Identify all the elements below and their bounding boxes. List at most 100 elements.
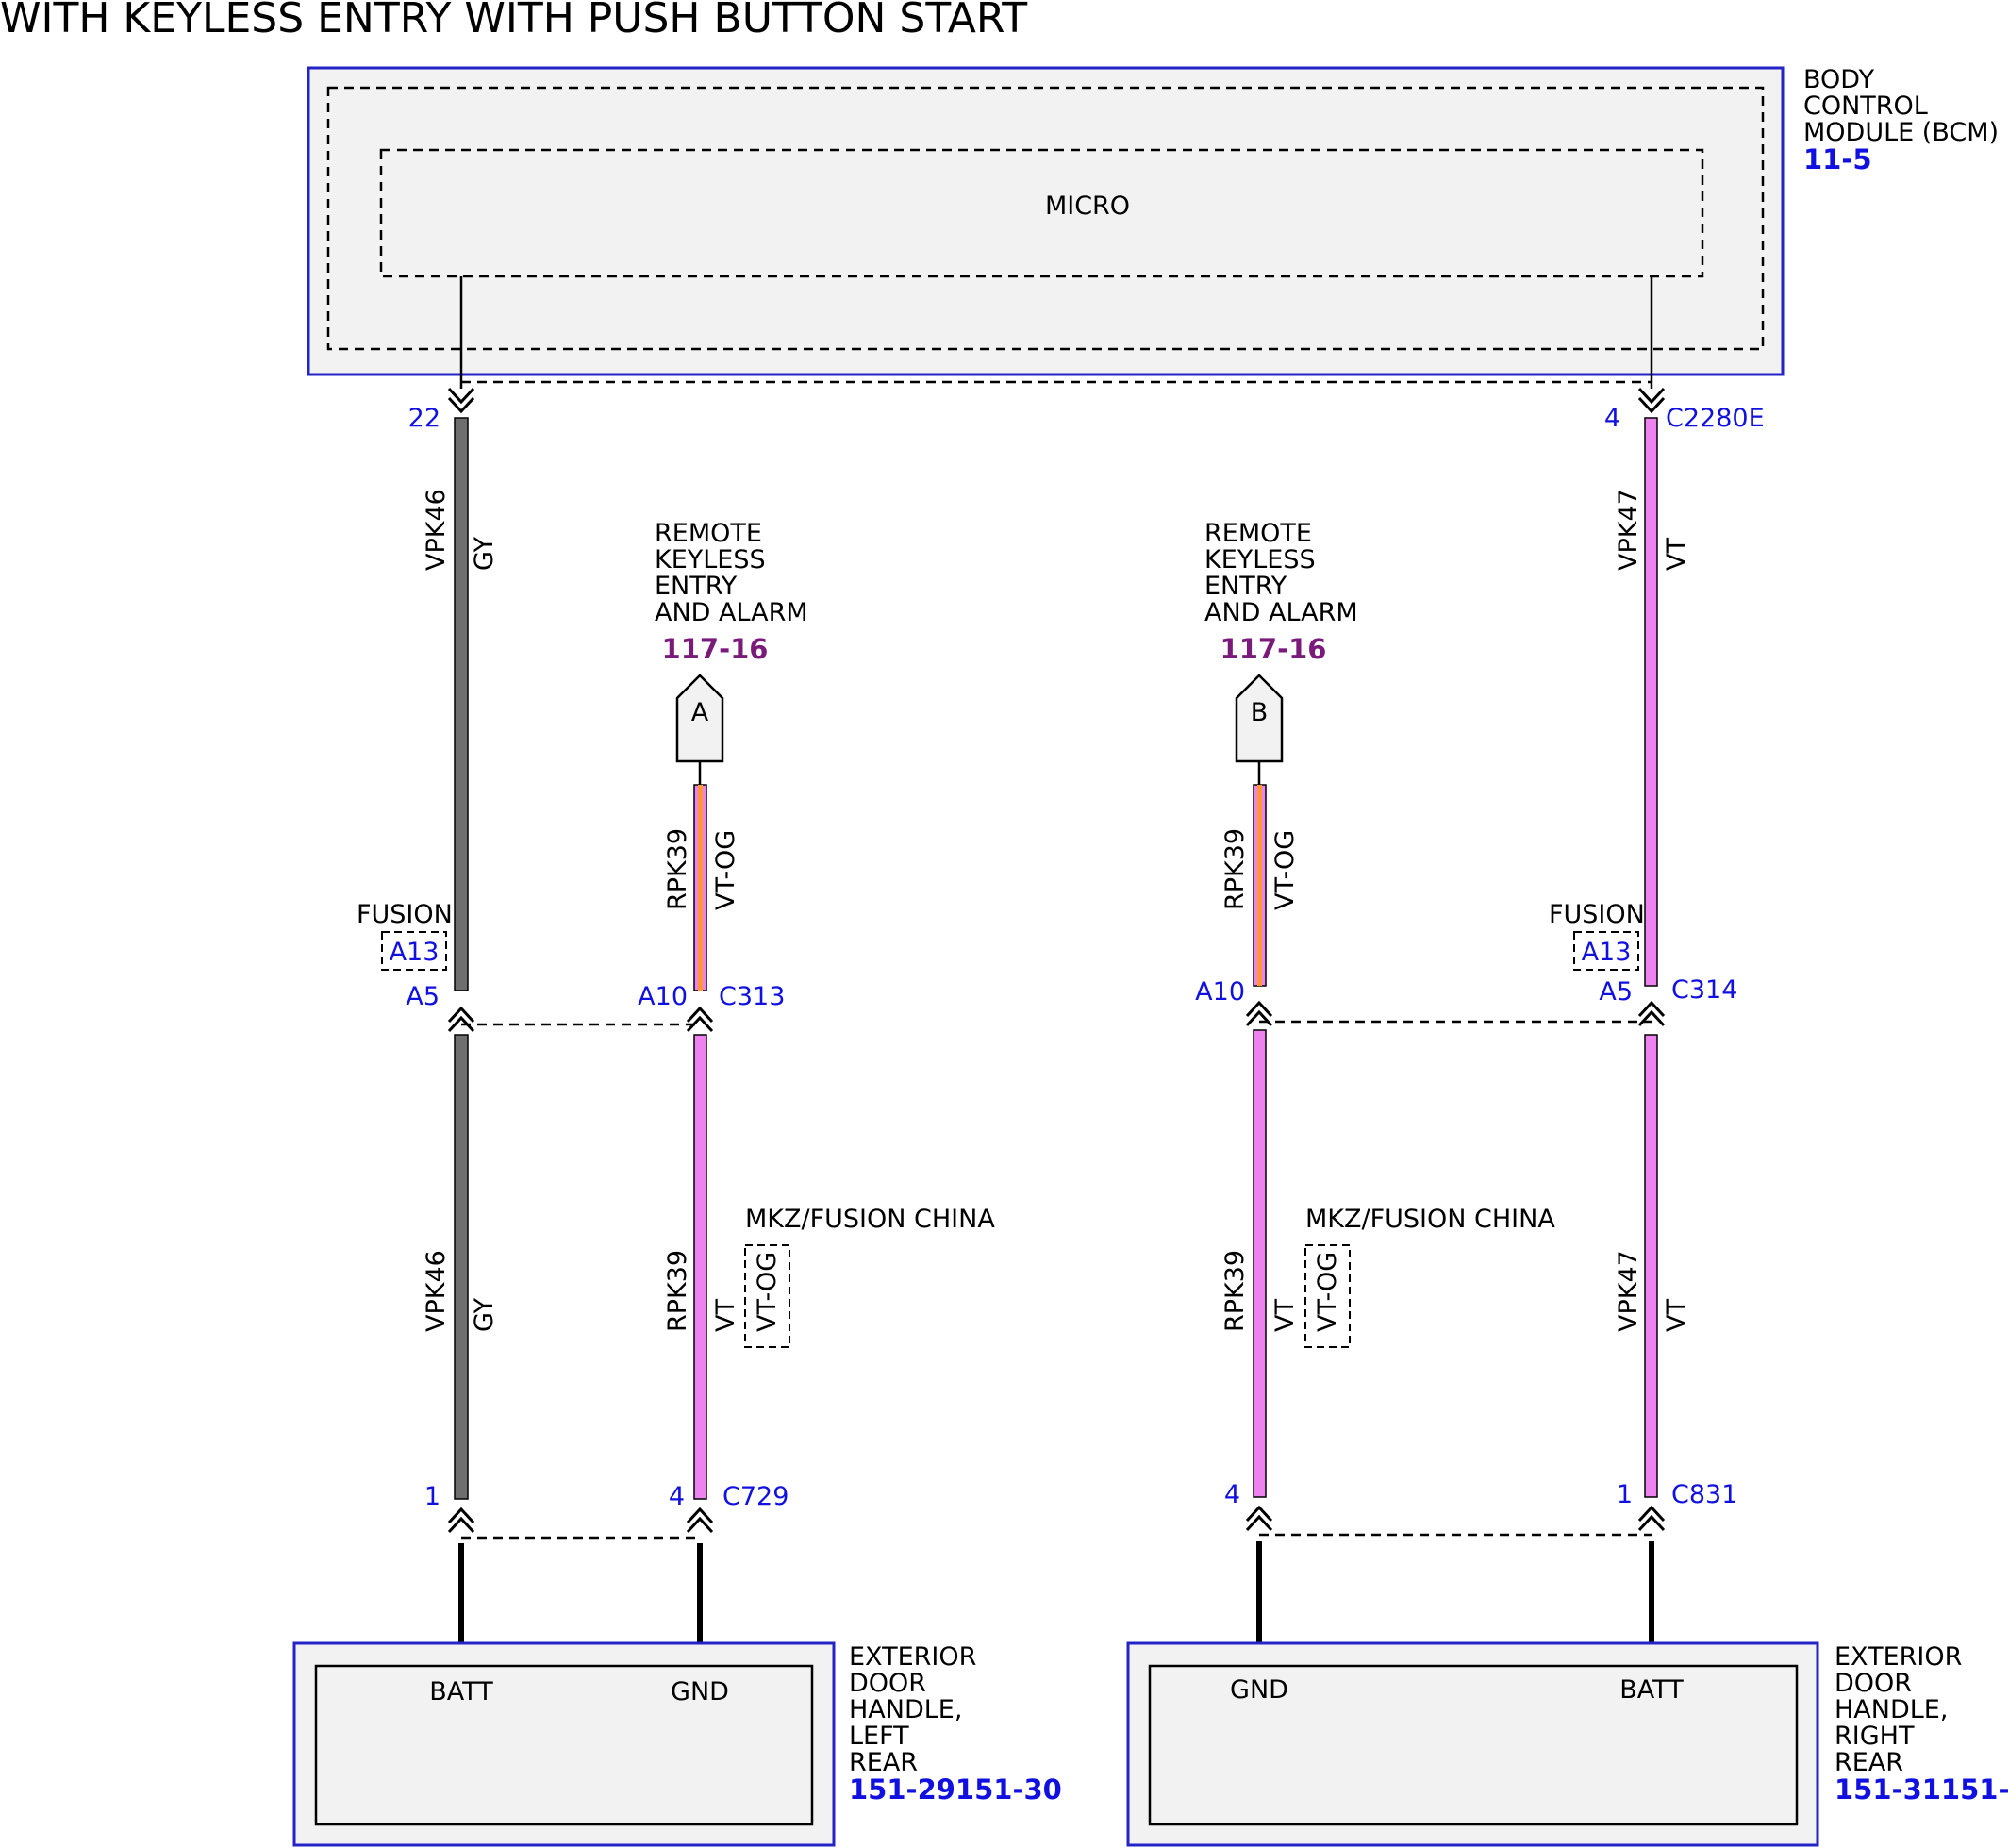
wire-rpk39-right-lower-circuit: RPK39 — [1220, 1250, 1250, 1332]
rke-left-line-2: KEYLESS — [655, 545, 766, 574]
right-handle-name-line-2: DOOR — [1835, 1669, 1912, 1698]
rke-left-line-4: AND ALARM — [655, 598, 808, 627]
connector-c729-pin-1: 1 — [424, 1482, 440, 1511]
wire-vpk47-lower[interactable] — [1644, 1034, 1658, 1498]
rke-left-ref-link[interactable]: 117-16 — [662, 633, 769, 665]
right-handle-name-line-5: REAR — [1835, 1748, 1903, 1777]
option-fusion-left-pin: A13 — [390, 938, 440, 967]
bcm-ref-link[interactable]: 11-5 — [1803, 143, 1872, 175]
wire-rpk39-left-lower-circuit: RPK39 — [663, 1250, 692, 1332]
bcm-pin-4: 4 — [1604, 404, 1620, 433]
connector-c831-pin1-symbol — [1637, 1506, 1666, 1532]
rke-right-ref-link[interactable]: 117-16 — [1220, 633, 1327, 665]
connector-c729-pin-4: 4 — [669, 1482, 685, 1511]
rke-tag-a: A — [691, 698, 709, 727]
connector-c313-pin-a10: A10 — [638, 982, 688, 1011]
rke-connector-a[interactable]: A — [675, 674, 724, 763]
wire-rpk39-right-lower-color: VT — [1270, 1299, 1300, 1332]
right-handle-name-line-3: HANDLE, — [1835, 1695, 1948, 1724]
wire-vpk47-lower-circuit: VPK47 — [1614, 1250, 1643, 1332]
left-handle-inner-box — [314, 1664, 814, 1826]
rke-tag-b: B — [1251, 698, 1269, 727]
right-handle-inner-box — [1148, 1664, 1799, 1826]
diagram-title: WITH KEYLESS ENTRY WITH PUSH BUTTON STAR… — [0, 0, 1027, 42]
connector-c313-label: C313 — [719, 982, 785, 1011]
wire-vpk46-upper[interactable] — [454, 417, 469, 991]
right-handle-module: GND BATT EXTERIOR DOOR HANDLE, RIGHT REA… — [1126, 1641, 2009, 1847]
left-handle-batt-label: BATT — [429, 1677, 493, 1706]
connector-c2280e-pin4-symbol — [1637, 387, 1666, 413]
wire-rpk39-right-upper-color: VT-OG — [1270, 830, 1300, 910]
right-handle-name-line-4: RIGHT — [1835, 1722, 1915, 1751]
connector-c831-label: C831 — [1671, 1480, 1737, 1509]
rke-connector-b[interactable]: B — [1235, 674, 1284, 763]
connector-c729-label: C729 — [722, 1482, 789, 1511]
wire-rpk39-left-alt-color: VT-OG — [753, 1252, 782, 1332]
right-handle-gnd-label: GND — [1230, 1675, 1288, 1705]
wire-vpk47-upper-circuit: VPK47 — [1614, 489, 1643, 571]
option-china-left-label: MKZ/FUSION CHINA — [745, 1205, 995, 1234]
micro-label: MICRO — [1045, 191, 1130, 221]
option-fusion-left-label: FUSION — [357, 900, 453, 929]
connector-c2280e-pin22-symbol — [447, 387, 475, 413]
connector-c314-label: C314 — [1671, 975, 1737, 1005]
connector-c314-pin-a5: A5 — [1599, 977, 1633, 1007]
wire-rpk39-right-upper[interactable] — [1253, 784, 1267, 987]
rke-right-line-2: KEYLESS — [1204, 545, 1316, 574]
left-handle-name-line-2: DOOR — [849, 1669, 926, 1698]
bcm-pin-22: 22 — [408, 404, 440, 433]
wire-rpk39-left-lower-color: VT — [711, 1299, 740, 1332]
right-handle-outer-box — [1126, 1641, 1819, 1847]
wire-rpk39-left-lower[interactable] — [693, 1034, 707, 1500]
left-handle-gnd-label: GND — [671, 1677, 729, 1706]
wire-vpk47-upper[interactable] — [1644, 417, 1658, 987]
connector-c831-pin-4: 4 — [1224, 1480, 1240, 1509]
option-china-right-label: MKZ/FUSION CHINA — [1305, 1205, 1555, 1234]
option-fusion-left-box — [381, 931, 447, 971]
connector-c314-pin-a10: A10 — [1195, 977, 1245, 1007]
left-handle-outer-box — [292, 1641, 836, 1847]
rke-right-line-4: AND ALARM — [1204, 598, 1358, 627]
bcm-name-line-1: BODY — [1803, 65, 1875, 94]
rke-left-line-1: REMOTE — [655, 519, 762, 548]
left-handle-name-line-1: EXTERIOR — [849, 1642, 976, 1672]
connector-c313-a5-symbol — [447, 1007, 475, 1033]
wire-vpk47-lower-color: VT — [1662, 1299, 1691, 1332]
wire-rpk39-left-upper-circuit: RPK39 — [663, 828, 692, 910]
connector-c313-pin-a5: A5 — [406, 982, 440, 1011]
option-fusion-right-box — [1573, 931, 1639, 971]
left-handle-module: BATT GND EXTERIOR DOOR HANDLE, LEFT REAR… — [292, 1641, 1062, 1847]
wire-vpk46-lower-color: GY — [470, 1297, 499, 1332]
right-handle-name-line-1: EXTERIOR — [1835, 1642, 1962, 1672]
wire-vpk46-lower[interactable] — [454, 1034, 469, 1500]
connector-c2280e-label: C2280E — [1666, 404, 1765, 433]
wire-vpk46-upper-color: GY — [470, 536, 499, 571]
rke-right-line-1: REMOTE — [1204, 519, 1312, 548]
left-handle-name-line-5: REAR — [849, 1748, 918, 1777]
wire-vpk46-lower-circuit: VPK46 — [422, 1250, 451, 1332]
right-handle-batt-label: BATT — [1619, 1675, 1684, 1705]
bcm-module: MICRO BODY CONTROL MODULE (BCM) 11-5 — [307, 65, 1999, 376]
bcm-inner-dashed — [326, 86, 1765, 351]
wire-rpk39-right-lower[interactable] — [1253, 1029, 1267, 1498]
connector-c831-pin-1: 1 — [1617, 1480, 1633, 1509]
rke-left-line-3: ENTRY — [655, 572, 738, 601]
wire-rpk39-right-alt-color: VT-OG — [1313, 1252, 1342, 1332]
rke-right-line-3: ENTRY — [1204, 572, 1287, 601]
left-handle-ref-link[interactable]: 151-29151-30 — [849, 1773, 1062, 1806]
wire-rpk39-left-upper-color: VT-OG — [711, 830, 740, 910]
wire-vpk47-upper-color: VT — [1662, 538, 1691, 571]
bcm-name-line-3: MODULE (BCM) — [1803, 118, 1999, 147]
wire-rpk39-right-upper-circuit: RPK39 — [1220, 828, 1250, 910]
micro-box — [379, 148, 1704, 278]
option-fusion-right-pin: A13 — [1582, 938, 1632, 967]
left-handle-name-line-3: HANDLE, — [849, 1695, 962, 1724]
left-handle-name-line-4: LEFT — [849, 1722, 909, 1751]
wire-vpk46-upper-circuit: VPK46 — [422, 489, 451, 571]
wire-rpk39-left-upper[interactable] — [693, 784, 707, 991]
bcm-outer-box — [307, 66, 1785, 376]
bcm-name-line-2: CONTROL — [1803, 92, 1928, 121]
connector-c729-pin4-symbol — [686, 1507, 714, 1534]
right-handle-ref-link[interactable]: 151-31151-32 — [1835, 1773, 2009, 1806]
